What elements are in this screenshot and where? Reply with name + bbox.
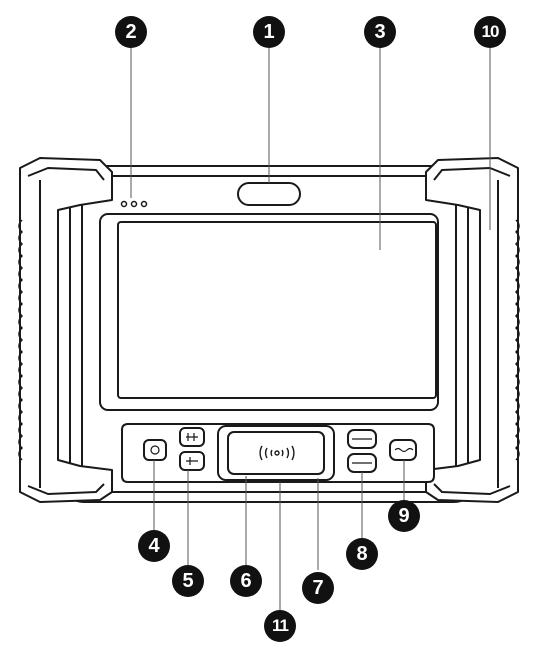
side-top-glyph-icon [186, 433, 198, 441]
callout-7: 7 [302, 572, 334, 604]
single-button-glyph-icon [394, 447, 414, 453]
right-bumper [425, 157, 519, 503]
callout-2: 2 [115, 16, 147, 48]
display-screen [117, 221, 437, 399]
screen-bezel [99, 213, 439, 411]
indicator-lights [120, 200, 148, 208]
callout-10: 10 [474, 16, 506, 48]
callout-4: 4 [138, 530, 170, 562]
callout-11: 11 [264, 610, 296, 642]
top-grip-handle [237, 182, 301, 206]
callout-6: 6 [230, 565, 262, 597]
nfc-area [227, 431, 325, 475]
right-ridges [514, 219, 520, 461]
left-bumper [19, 157, 113, 503]
callout-3: 3 [364, 16, 396, 48]
single-button [389, 439, 417, 461]
callout-9: 9 [388, 500, 420, 532]
leader-lines [130, 48, 491, 610]
reader-frame [217, 425, 335, 481]
callout-5: 5 [172, 565, 204, 597]
right-buttons-glyph-icon [352, 438, 372, 464]
side-bottom-glyph-icon [186, 457, 198, 465]
callout-8: 8 [346, 538, 378, 570]
callout-1: 1 [253, 16, 285, 48]
nfc-wave-icon [259, 445, 295, 461]
power-button [143, 439, 167, 461]
power-glyph-icon [150, 445, 160, 455]
left-ridges [18, 219, 24, 461]
